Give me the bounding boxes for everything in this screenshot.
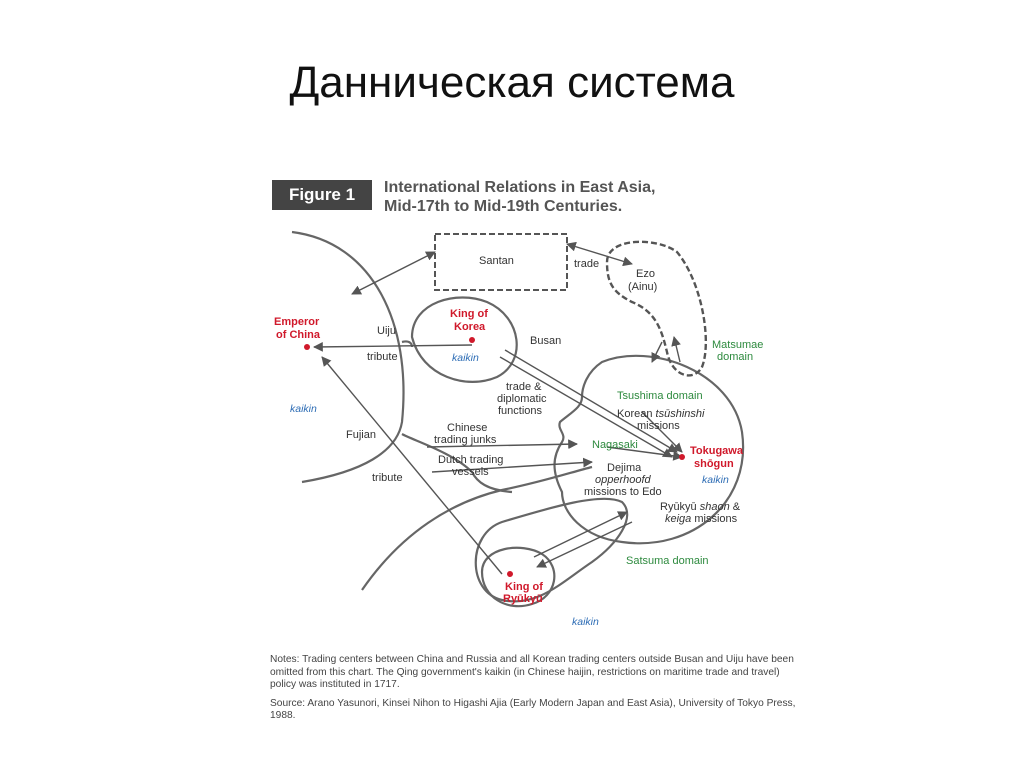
- label-satsuma: Satsuma domain: [626, 555, 709, 567]
- figure-title-line2: Mid-17th to Mid-19th Centuries.: [384, 198, 623, 215]
- label-kaikin-japan: kaikin: [702, 474, 729, 486]
- label-fujian: Fujian: [346, 429, 376, 441]
- label-korean-missions-2: missions: [637, 420, 680, 432]
- label-tokugawa-1: Tokugawa: [690, 445, 744, 457]
- label-dejima-2: opperhoofd: [595, 474, 652, 486]
- label-kaikin-china: kaikin: [290, 403, 317, 415]
- figure-title-line1: International Relations in East Asia,: [384, 179, 656, 196]
- label-junks-1: Chinese: [447, 422, 487, 434]
- label-dejima-3: missions to Edo: [584, 486, 662, 498]
- label-matsumae-1: Matsumae: [712, 339, 763, 351]
- label-tribute-2: tribute: [372, 472, 403, 484]
- ryukyu-boundary: [480, 546, 556, 608]
- figure: Figure 1 International Relations in East…: [262, 172, 802, 752]
- label-emperor-1: Emperor: [274, 316, 320, 328]
- label-ryukyu-2: Ryūkyū: [503, 593, 543, 605]
- label-trade-dip-3: functions: [498, 405, 543, 417]
- label-kaikin-ryukyu: kaikin: [572, 616, 599, 628]
- figure-notes: Notes: Trading centers between China and…: [270, 654, 800, 729]
- korea-dot: [469, 337, 475, 343]
- label-dutch-2: vessels: [452, 466, 489, 478]
- label-dejima-1: Dejima: [607, 462, 642, 474]
- label-matsumae-2: domain: [717, 351, 753, 363]
- label-emperor-2: of China: [276, 329, 321, 341]
- label-ryukyu-missions-1: Ryūkyū shaon &: [660, 501, 741, 513]
- label-trade-dip-1: trade &: [506, 381, 542, 393]
- label-trade-dip-2: diplomatic: [497, 393, 547, 405]
- label-busan: Busan: [530, 335, 561, 347]
- relations-diagram: Santan trade Ezo (Ainu) Emperor of China…: [274, 230, 763, 628]
- label-uiju: Uiju: [377, 325, 396, 337]
- label-junks-2: trading junks: [434, 434, 497, 446]
- label-dutch-1: Dutch trading: [438, 454, 503, 466]
- label-kaikin-korea: kaikin: [452, 352, 479, 364]
- slide-title: Данническая система: [289, 58, 735, 107]
- label-tribute-1: tribute: [367, 351, 398, 363]
- label-trade-top: trade: [574, 258, 599, 270]
- label-tokugawa-2: shōgun: [694, 458, 734, 470]
- label-ainu: (Ainu): [628, 281, 657, 293]
- ezo-boundary: [605, 240, 708, 377]
- ryukyu-dot: [507, 571, 513, 577]
- label-tsushima: Tsushima domain: [617, 390, 703, 402]
- notes-text: Notes: Trading centers between China and…: [270, 654, 794, 690]
- tokugawa-dot: [679, 454, 685, 460]
- china-boundary: [291, 230, 405, 484]
- source-text: Source: Arano Yasunori, Kinsei Nihon to …: [270, 697, 796, 722]
- figure-badge: Figure 1: [272, 180, 372, 210]
- label-ezo: Ezo: [636, 268, 655, 280]
- emperor-dot: [304, 344, 310, 350]
- korea-boundary: [410, 296, 518, 383]
- label-ryukyu-missions-2: keiga missions: [665, 513, 738, 525]
- label-korea-1: King of: [450, 308, 488, 320]
- label-korean-missions-1: Korean tsūshinshi: [617, 408, 705, 420]
- label-korea-2: Korea: [454, 321, 486, 333]
- label-nagasaki: Nagasaki: [592, 439, 638, 451]
- figure-title: International Relations in East Asia, Mi…: [384, 178, 655, 216]
- label-ryukyu-1: King of: [505, 581, 543, 593]
- label-santan: Santan: [479, 255, 514, 267]
- satsuma-boundary: [474, 497, 629, 603]
